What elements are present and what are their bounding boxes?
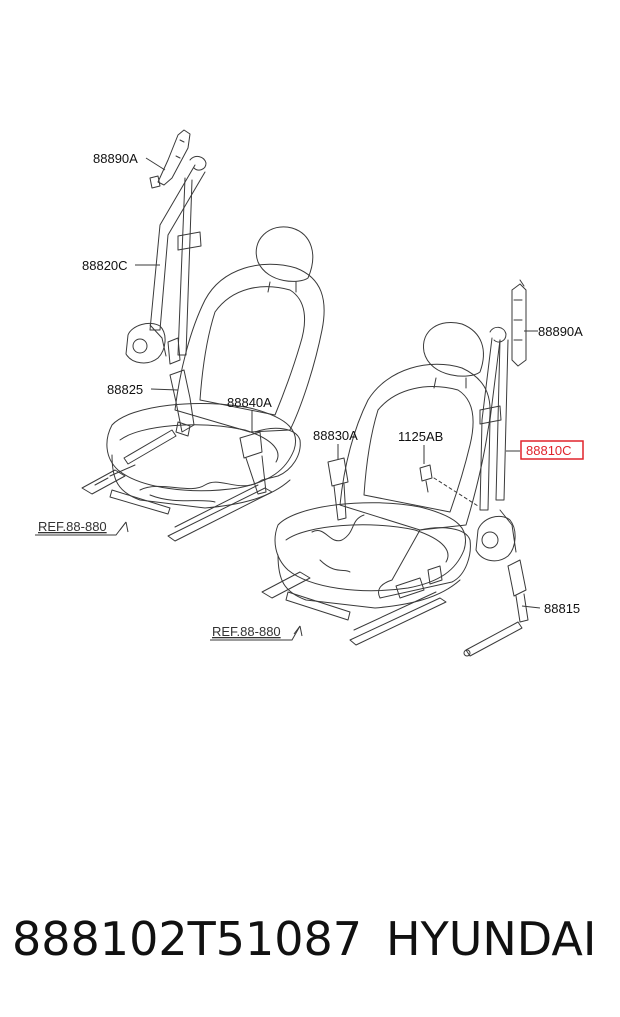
label-88815: 88815 <box>544 601 580 616</box>
leader-lines <box>35 158 540 640</box>
part-number: 888102T51087 <box>12 912 363 966</box>
ref-label-right: REF.88-880 <box>212 624 281 639</box>
part-labels: 88890A 88820C 88825 88840A 88830A 1125AB… <box>38 151 583 639</box>
left-seatbelt-assembly <box>124 130 266 494</box>
footer <box>0 850 620 1017</box>
label-1125AB: 1125AB <box>398 429 443 444</box>
label-88830A: 88830A <box>313 428 358 443</box>
label-88820C: 88820C <box>82 258 128 273</box>
label-88810C-highlighted[interactable]: 88810C <box>526 443 572 458</box>
left-seat <box>82 227 324 541</box>
label-88890A-right: 88890A <box>538 324 583 339</box>
right-seat <box>262 322 490 645</box>
seat-belt-parts-diagram: 88890A 88820C 88825 88840A 88830A 1125AB… <box>0 0 620 850</box>
ref-label-left: REF.88-880 <box>38 519 107 534</box>
label-88840A: 88840A <box>227 395 272 410</box>
right-seatbelt-assembly <box>328 280 528 656</box>
brand-name: HYUNDAI <box>386 912 597 966</box>
label-88890A-left: 88890A <box>93 151 138 166</box>
label-88825: 88825 <box>107 382 143 397</box>
highlight-box <box>521 441 583 459</box>
